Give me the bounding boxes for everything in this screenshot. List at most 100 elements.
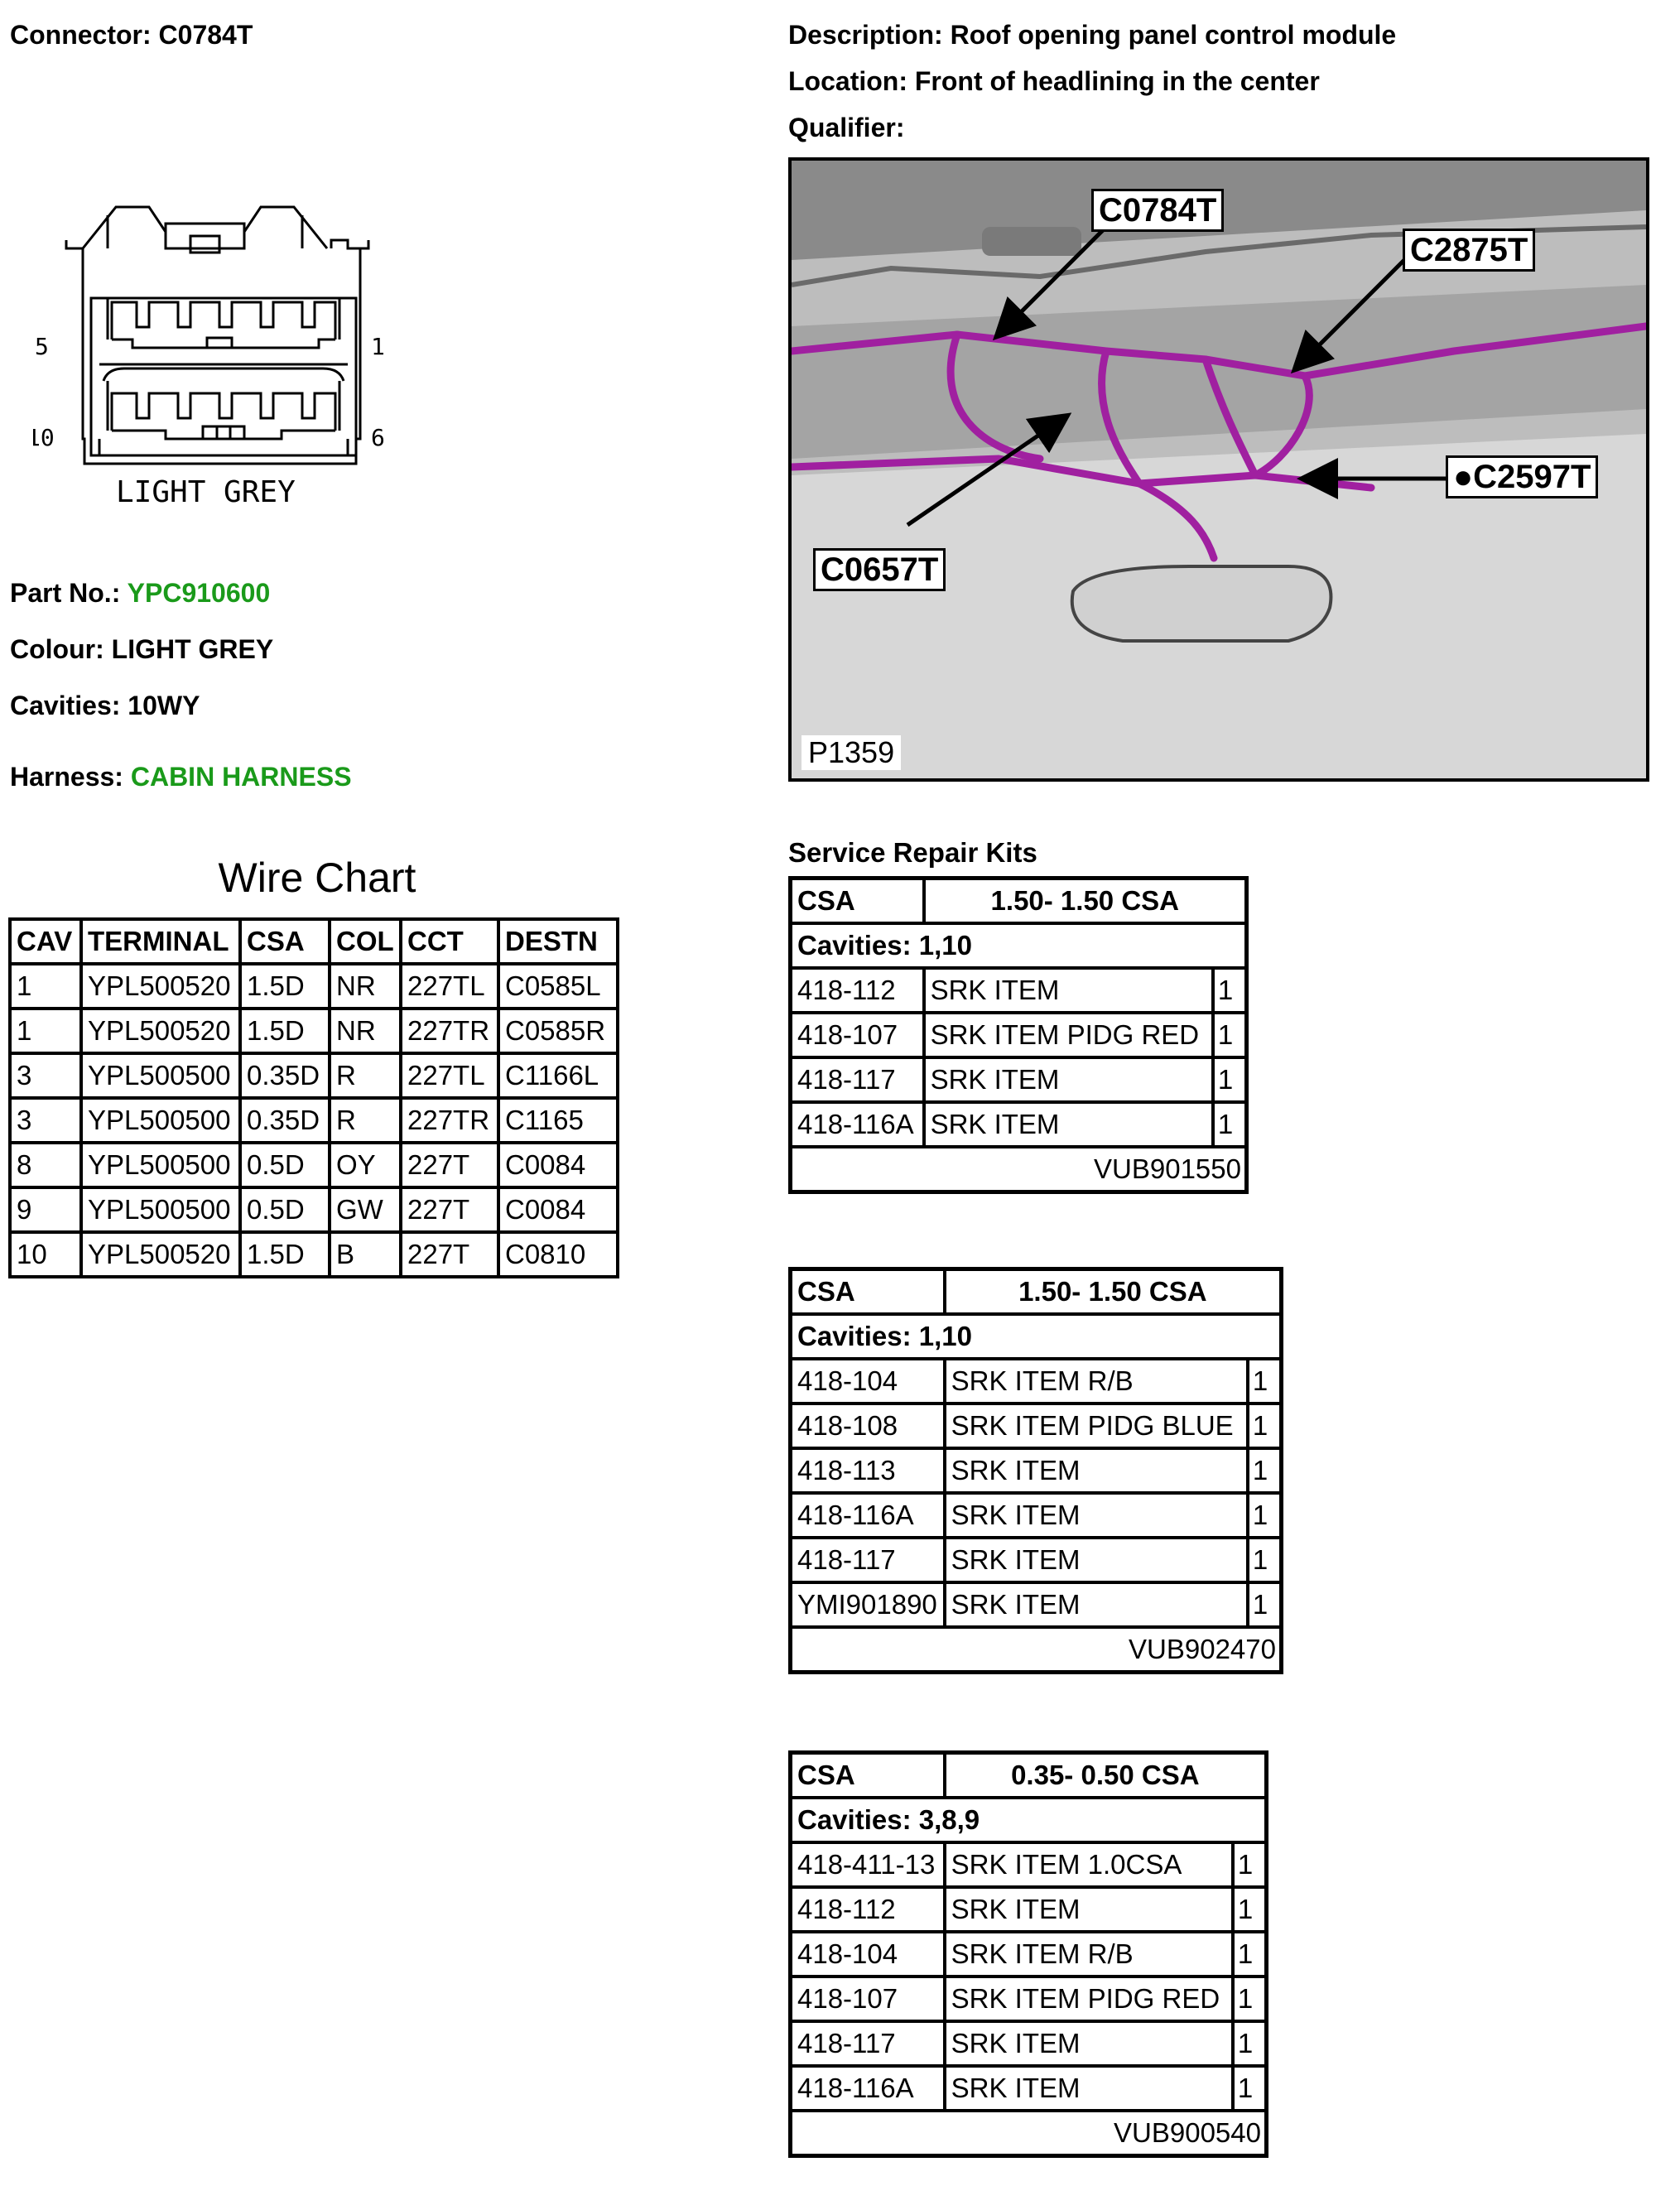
col-header-destn: DESTN [500,921,616,965]
col-header-cav: CAV [12,921,83,965]
kit-cavities-row: Cavities: 1,10 [792,1316,1279,1360]
kit-item-qty: 1 [1234,2023,1264,2068]
part-no-link[interactable]: YPC910600 [127,578,271,608]
kit-csa-label: CSA [792,1755,946,1799]
kit-item-desc: SRK ITEM PIDG RED [946,1978,1235,2023]
cell-cav: 10 [12,1234,83,1275]
cell-csa: 1.5D [242,1234,331,1275]
cell-csa: 1.5D [242,1010,331,1055]
description-label: Description: [788,20,943,50]
harness-line: Harness: CABIN HARNESS [10,760,352,793]
cavities-line: Cavities: 10WY [10,689,200,722]
cavities-value: 10WY [128,691,200,720]
kit-item-desc: SRK ITEM 1.0CSA [946,1844,1235,1889]
kit-number: VUB901550 [1094,1153,1241,1184]
kit-number: VUB900540 [1114,2117,1261,2148]
kit-item-desc: SRK ITEM PIDG BLUE [946,1405,1249,1450]
cell-csa: 1.5D [242,965,331,1010]
kit-item-part: 418-411-13 [792,1844,946,1889]
wire-chart-title: Wire Chart [218,855,416,901]
kit-item-desc: SRK ITEM [946,1450,1249,1495]
cell-terminal: YPL500520 [83,1010,242,1055]
kit-item-desc: SRK ITEM [946,1584,1249,1629]
qualifier-line: Qualifier: [788,111,904,144]
kit-item-part: YMI901890 [792,1584,946,1629]
description-value: Roof opening panel control module [950,20,1397,50]
kit-item-part: 418-117 [792,1059,926,1104]
kit-item-desc: SRK ITEM [946,2023,1235,2068]
kit-item-qty: 1 [1249,1450,1279,1495]
kit-cavities: Cavities: 3,8,9 [792,1799,1264,1844]
cell-cct: 227T [402,1234,500,1275]
connector-value: C0784T [158,20,253,50]
kit-item-qty: 1 [1249,1539,1279,1584]
kit-item-qty: 1 [1214,970,1244,1014]
location-line: Location: Front of headlining in the cen… [788,65,1320,98]
cell-cct: 227TR [402,1010,500,1055]
pin-label-1: 1 [371,333,385,360]
kit-item-part: 418-113 [792,1450,946,1495]
kit-item-qty: 1 [1249,1584,1279,1629]
qualifier-label: Qualifier: [788,113,905,142]
cell-destn: C0810 [505,1239,586,1269]
kit-csa-range: 0.35- 0.50 CSA [946,1755,1264,1799]
harness-link[interactable]: CABIN HARNESS [130,762,352,792]
cell-cav: 1 [12,1010,83,1055]
cell-cav: 1 [12,965,83,1010]
photo-callout-c0657t: C0657T [813,548,946,591]
kit-item-desc: SRK ITEM R/B [946,1933,1235,1978]
cell-csa: 0.5D [242,1144,331,1189]
kit-item-part: 418-104 [792,1360,946,1405]
colour-label: Colour: [10,634,104,664]
location-value: Front of headlining in the center [914,66,1320,96]
kit-cavities-row: Cavities: 1,10 [792,925,1244,970]
kit-item-desc: SRK ITEM [946,2068,1235,2112]
kit-number: VUB902470 [1129,1634,1276,1664]
cell-terminal: YPL500500 [83,1189,242,1234]
kit-item-qty: 1 [1234,1933,1264,1978]
kit-item-desc: SRK ITEM [925,970,1215,1014]
harness-label: Harness: [10,762,123,792]
pin-label-6: 6 [371,424,385,451]
cell-cct: 227TL [402,965,500,1010]
colour-line: Colour: LIGHT GREY [10,633,273,666]
colour-value: LIGHT GREY [111,634,274,664]
kit-footer-row: VUB900540 [792,2112,1264,2154]
cell-cav: 3 [12,1100,83,1144]
cell-terminal: YPL500500 [83,1055,242,1100]
kit-item-desc: SRK ITEM PIDG RED [925,1014,1215,1059]
service-repair-kits-title: Service Repair Kits [788,837,1037,868]
kit-item-qty: 1 [1214,1059,1244,1104]
kit-item-qty: 1 [1234,1978,1264,2023]
kit-item-qty: 1 [1249,1360,1279,1405]
kit-item-desc: SRK ITEM [946,1495,1249,1539]
kit-item-part: 418-112 [792,970,926,1014]
drawing-caption: LIGHT GREY [116,475,296,509]
cell-col: OY [331,1144,402,1189]
cell-cct: 227TR [402,1100,500,1144]
col-header-cct: CCT [402,921,500,965]
col-header-terminal: TERMINAL [83,921,242,965]
cell-terminal: YPL500500 [83,1144,242,1189]
cell-csa: 0.35D [242,1055,331,1100]
cell-destn: C0585L [500,965,616,1010]
